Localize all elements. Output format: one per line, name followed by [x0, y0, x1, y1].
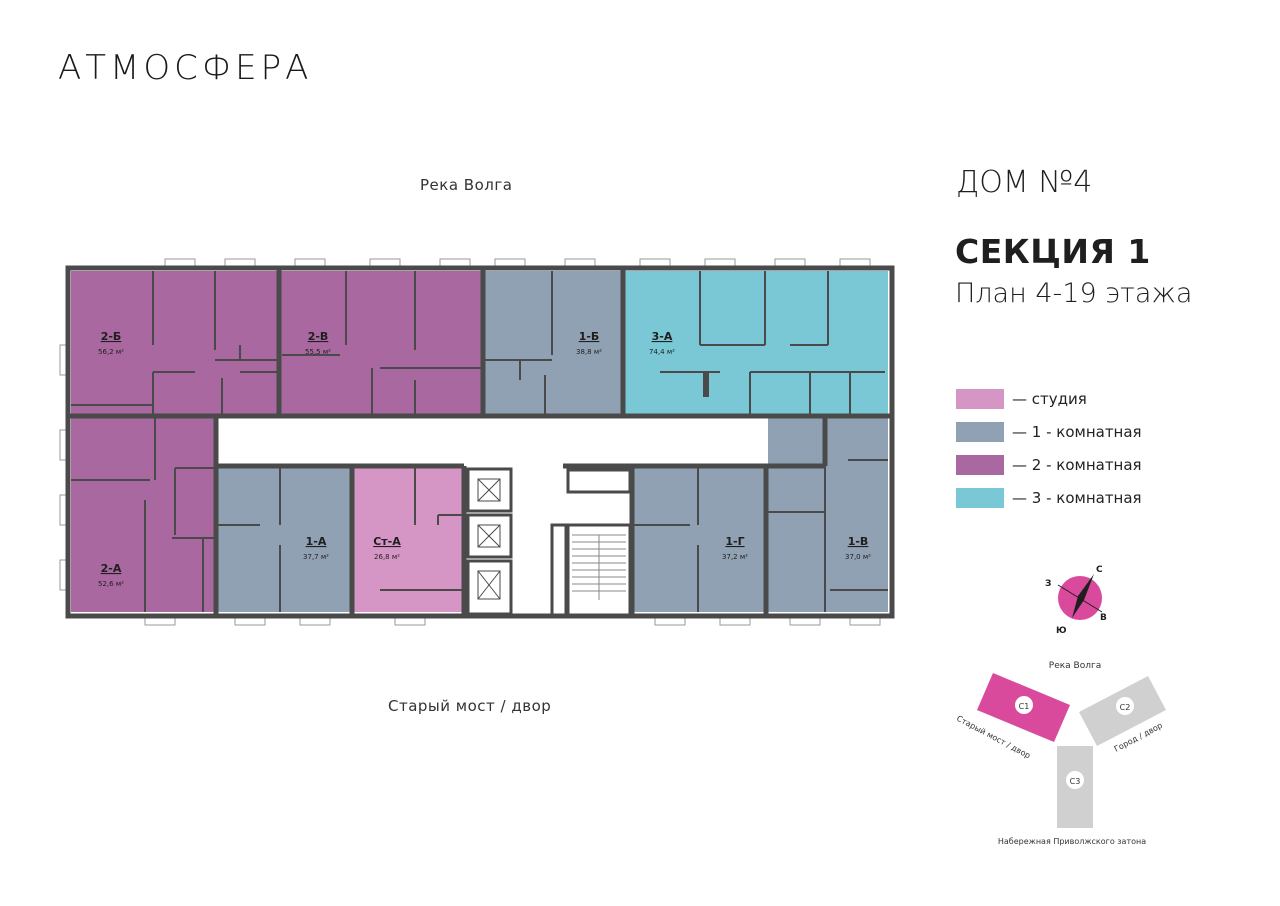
apartment-code: Ст-А [373, 535, 401, 548]
apartment-2v [280, 271, 482, 414]
stairs [572, 534, 626, 600]
apartment-3a [625, 271, 888, 414]
apartment-area: 37,0 м² [845, 553, 871, 561]
apartment-1v [768, 418, 888, 612]
house-title: ДОМ №4 [956, 165, 1093, 200]
brand-logo: АТМОСФЕРА [58, 48, 313, 88]
compass-west: З [1045, 579, 1051, 589]
apartment-1a [218, 468, 350, 612]
apartment-code: 3-А [652, 330, 673, 343]
compass-east: В [1100, 613, 1107, 623]
legend-item-one-room: — 1 - комнатная [956, 421, 1142, 443]
legend-swatch [956, 389, 1004, 409]
apartment-2a [71, 418, 214, 612]
compass-icon: С Ю З В [1045, 565, 1107, 636]
apartment-area: 55,5 м² [305, 348, 331, 356]
apartment-code: 1-Б [579, 330, 600, 343]
apartment-labels: 2-Б 56,2 м² 2-В 55,5 м² 1-Б 38,8 м² 3-А … [98, 330, 871, 588]
site-bottom-label: Набережная Приволжского затона [998, 837, 1146, 846]
compass-south: Ю [1056, 626, 1067, 636]
apartment-area: 52,6 м² [98, 580, 124, 588]
site-map: Река Волга С1 С2 С3 Старый мост / двор Г… [955, 661, 1166, 846]
legend-item-studio: — студия [956, 388, 1142, 410]
legend-label: — 3 - комнатная [1012, 489, 1142, 507]
site-river-label: Река Волга [1049, 661, 1101, 671]
legend-swatch [956, 422, 1004, 442]
legend-swatch [956, 488, 1004, 508]
apartment-2b [71, 271, 278, 414]
bridge-label: Старый мост / двор [388, 697, 552, 715]
apartment-code: 1-А [306, 535, 327, 548]
apartment-code: 2-В [308, 330, 329, 343]
apartment-area: 37,7 м² [303, 553, 329, 561]
site-c2-label: С2 [1120, 703, 1131, 712]
legend-item-two-room: — 2 - комнатная [956, 454, 1142, 476]
legend-item-three-room: — 3 - комнатная [956, 487, 1142, 509]
apartment-area: 56,2 м² [98, 348, 124, 356]
apartment-area: 38,8 м² [576, 348, 602, 356]
apartment-1b [485, 271, 622, 414]
floor-plan-title: План 4-19 этажа [955, 278, 1193, 309]
walls-main [68, 268, 892, 616]
river-label: Река Волга [420, 176, 513, 194]
legend-label: — 1 - комнатная [1012, 423, 1142, 441]
apartment-code: 2-А [101, 562, 122, 575]
windows-bottom [144, 615, 881, 626]
apartment-code: 1-В [848, 535, 869, 548]
compass-north: С [1096, 565, 1103, 575]
site-c3-label: С3 [1070, 777, 1081, 786]
legend-label: — 2 - комнатная [1012, 456, 1142, 474]
apartment-area: 74,4 м² [649, 348, 675, 356]
walls-interior [71, 271, 888, 612]
legend-label: — студия [1012, 390, 1087, 408]
apartment-area: 37,2 м² [722, 553, 748, 561]
legend-swatch [956, 455, 1004, 475]
apartment-code: 1-Г [725, 535, 744, 548]
legend: — студия — 1 - комнатная — 2 - комнатная… [956, 388, 1142, 520]
apartment-code: 2-Б [101, 330, 122, 343]
site-c1-label: С1 [1019, 702, 1030, 711]
section-title: СЕКЦИЯ 1 [955, 232, 1151, 271]
apartment-st-a [354, 468, 462, 612]
apartment-area: 26,8 м² [374, 553, 400, 561]
windows-top [164, 258, 871, 269]
